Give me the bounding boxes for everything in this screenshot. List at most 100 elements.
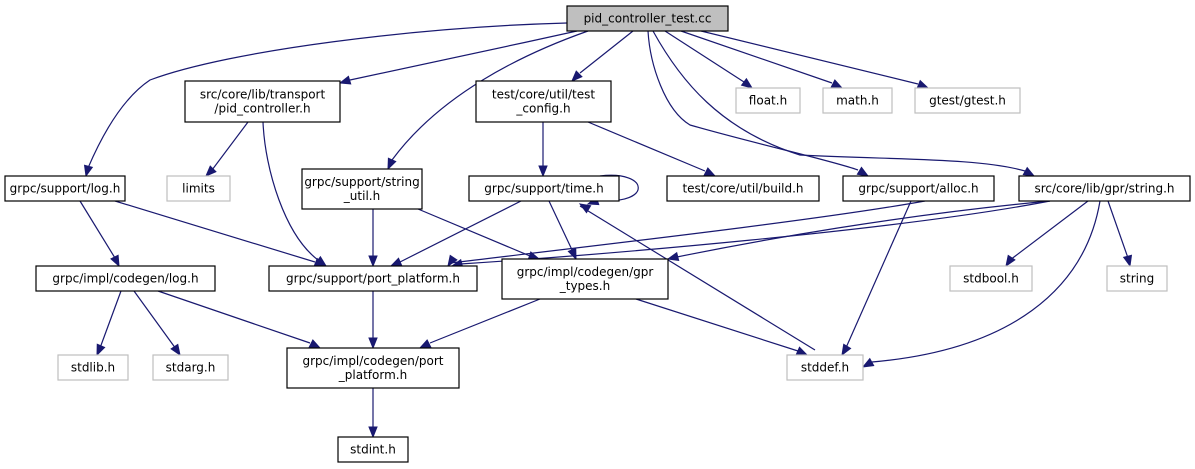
node-stddef: stddef.h: [786, 354, 864, 381]
node-time[interactable]: grpc/support/time.h: [468, 175, 620, 202]
node-label: _util.h: [343, 189, 380, 203]
arrowhead-icon: [368, 255, 378, 268]
edge-root-to-test_config: [571, 30, 634, 82]
node-port-platform[interactable]: grpc/support/port_platform.h: [268, 265, 478, 292]
node-label: src/core/lib/transport: [200, 88, 326, 102]
node-label: test/core/util/test: [492, 88, 595, 102]
node-label: pid_controller_test.cc: [584, 12, 712, 26]
edge-gpr_string-to-gpr_types: [666, 200, 1051, 262]
node-stdbool: stdbool.h: [949, 265, 1033, 292]
node-label: _types.h: [559, 279, 610, 293]
node-label: float.h: [749, 94, 787, 108]
node-box[interactable]: [268, 265, 478, 292]
arrowhead-icon: [387, 157, 397, 171]
node-gtest: gtest/gtest.h: [914, 87, 1021, 114]
node-math: math.h: [822, 87, 893, 114]
edge-pid_controller-to-limits: [205, 121, 249, 177]
node-box[interactable]: [286, 347, 460, 389]
node-box[interactable]: [468, 175, 620, 202]
node-float: float.h: [735, 87, 801, 114]
edge-line: [548, 200, 574, 253]
nodes-layer: pid_controller_test.cc src/core/lib/trans…: [4, 5, 1191, 463]
node-box: [735, 87, 801, 114]
edge-root-to-float: [664, 30, 754, 89]
edge-log-to-port_platform: [114, 200, 327, 267]
edge-gpr_types-to-stddef: [635, 298, 809, 356]
edge-time-to-stddef: [578, 203, 816, 351]
arrowhead-icon: [538, 165, 548, 178]
edge-gpr_string-to-stdbool: [1005, 200, 1089, 268]
node-box[interactable]: [501, 258, 669, 300]
arrowhead-icon: [916, 79, 930, 89]
node-gpr-string[interactable]: src/core/lib/gpr/string.h: [1018, 175, 1191, 202]
edge-line: [664, 30, 745, 83]
arrowhead-icon: [830, 79, 844, 89]
node-pid-controller[interactable]: src/core/lib/transport/pid_controller.h: [184, 80, 341, 123]
node-label: grpc/support/alloc.h: [858, 182, 978, 196]
arrowhead-icon: [703, 167, 717, 177]
node-box[interactable]: [184, 80, 341, 123]
node-box[interactable]: [666, 175, 820, 202]
node-codegen-log[interactable]: grpc/impl/codegen/log.h: [35, 265, 216, 292]
arrowhead-icon: [96, 343, 106, 357]
node-label: grpc/support/string: [304, 175, 419, 189]
node-box[interactable]: [566, 5, 729, 32]
edge-string_util-to-port_platform: [368, 209, 378, 268]
node-alloc[interactable]: grpc/support/alloc.h: [842, 175, 995, 202]
node-label: limits: [182, 182, 215, 196]
node-label: stdlib.h: [71, 361, 115, 375]
arrowhead-icon: [1122, 254, 1133, 268]
edge-line: [579, 30, 634, 74]
node-label: src/core/lib/gpr/string.h: [1034, 182, 1174, 196]
edge-time-to-port_platform: [389, 200, 522, 267]
node-label: gtest/gtest.h: [929, 94, 1006, 108]
node-stdint[interactable]: stdint.h: [337, 436, 409, 463]
node-box[interactable]: [1018, 175, 1191, 202]
arrowhead-icon: [1022, 166, 1036, 177]
node-box[interactable]: [301, 168, 423, 210]
edge-gpr_types-to-codegen_port_platform: [418, 298, 541, 349]
node-label: string: [1120, 272, 1154, 286]
edge-line: [700, 30, 919, 85]
edge-line: [449, 200, 926, 264]
edge-root-to-string_util: [387, 30, 589, 171]
edge-line: [587, 121, 706, 172]
edge-line: [262, 121, 319, 261]
edge-gpr_string-to-string: [1107, 200, 1133, 268]
node-box: [786, 354, 864, 381]
node-box: [822, 87, 893, 114]
edge-codegen_log-to-stdarg: [133, 290, 181, 357]
node-box: [949, 265, 1033, 292]
node-label: stdint.h: [350, 443, 396, 457]
node-box[interactable]: [337, 436, 409, 463]
edge-line: [671, 200, 1051, 259]
arrowhead-icon: [447, 254, 458, 268]
arrowhead-icon: [338, 75, 352, 85]
node-log[interactable]: grpc/support/log.h: [4, 175, 126, 202]
node-gpr-types[interactable]: grpc/impl/codegen/gpr_types.h: [501, 258, 669, 300]
arrowhead-icon: [389, 257, 403, 267]
node-box[interactable]: [842, 175, 995, 202]
node-build[interactable]: test/core/util/build.h: [666, 175, 820, 202]
arrowhead-icon: [856, 166, 870, 177]
node-codegen-port-platform[interactable]: grpc/impl/codegen/port_platform.h: [286, 347, 460, 389]
edge-alloc-to-stddef: [841, 200, 912, 357]
edge-log-to-codegen_log: [79, 200, 120, 268]
node-box[interactable]: [475, 80, 612, 123]
edge-root-to-log: [83, 22, 568, 178]
edge-alloc-to-port_platform: [447, 200, 926, 268]
edge-line: [844, 200, 912, 351]
node-box[interactable]: [4, 175, 126, 202]
node-box[interactable]: [35, 265, 216, 292]
node-string-util[interactable]: grpc/support/string_util.h: [301, 168, 423, 210]
node-root[interactable]: pid_controller_test.cc: [566, 5, 729, 32]
node-test-config[interactable]: test/core/util/test_config.h: [475, 80, 612, 123]
arrowhead-icon: [368, 337, 378, 350]
arrowhead-icon: [578, 203, 592, 214]
arrowhead-icon: [368, 426, 378, 439]
node-label: grpc/impl/codegen/gpr: [517, 265, 654, 279]
edge-line: [417, 208, 531, 257]
arrowhead-icon: [567, 247, 577, 261]
node-label: /pid_controller.h: [214, 102, 310, 116]
